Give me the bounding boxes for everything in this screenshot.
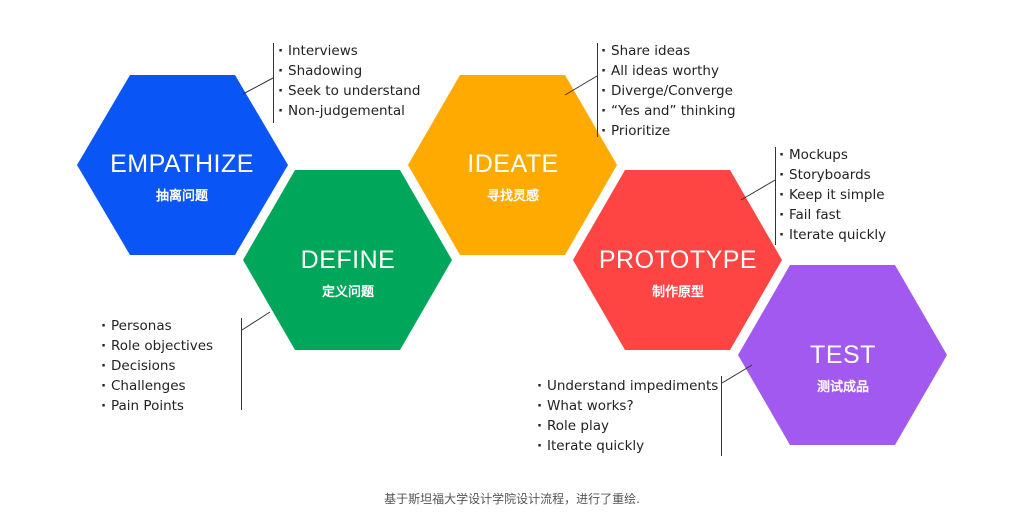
list-item: Decisions: [101, 356, 213, 376]
define-title: DEFINE: [300, 246, 396, 274]
test-connector: [721, 364, 753, 384]
empathize-subtitle: 抽离问题: [155, 189, 208, 204]
list-item: Iterate quickly: [779, 225, 886, 245]
list-item: All ideas worthy: [601, 61, 736, 81]
test-list: Understand impediments What works? Role …: [537, 376, 718, 456]
test-title: TEST: [810, 341, 876, 369]
empathize-hexagon: [77, 75, 288, 255]
define-hexagon: [243, 170, 452, 350]
list-item: What works?: [537, 396, 718, 416]
test-subtitle: 测试成品: [816, 380, 869, 395]
list-item: “Yes and” thinking: [601, 101, 736, 121]
empathize-connector: [242, 77, 274, 95]
empathize-bracket: [273, 43, 274, 123]
list-item: Challenges: [101, 376, 213, 396]
list-item: Mockups: [779, 145, 886, 165]
list-item: Role objectives: [101, 336, 213, 356]
list-item: Pain Points: [101, 396, 213, 416]
footer-note: 基于斯坦福大学设计学院设计流程，进行了重绘.: [384, 492, 640, 506]
list-item: Prioritize: [601, 121, 736, 141]
ideate-subtitle: 寻找灵感: [486, 189, 539, 204]
list-item: Keep it simple: [779, 185, 886, 205]
test-hexagon: [738, 265, 947, 445]
list-item: Seek to understand: [278, 81, 420, 101]
define-list: Personas Role objectives Decisions Chall…: [101, 316, 213, 416]
ideate-connector: [564, 75, 598, 96]
empathize-title: EMPATHIZE: [110, 150, 254, 178]
list-item: Diverge/Converge: [601, 81, 736, 101]
list-item: Shadowing: [278, 61, 420, 81]
prototype-list: Mockups Storyboards Keep it simple Fail …: [779, 145, 886, 245]
ideate-title: IDEATE: [467, 150, 559, 178]
prototype-title: PROTOTYPE: [598, 246, 758, 274]
list-item: Fail fast: [779, 205, 886, 225]
test-bracket: [721, 376, 722, 456]
empathize-list: Interviews Shadowing Seek to understand …: [278, 41, 420, 121]
define-subtitle: 定义问题: [321, 285, 374, 300]
ideate-hexagon: [408, 75, 617, 255]
list-item: Role play: [537, 416, 718, 436]
prototype-bracket: [775, 147, 776, 245]
prototype-connector: [740, 179, 776, 201]
ideate-list: Share ideas All ideas worthy Diverge/Con…: [601, 41, 736, 141]
list-item: Iterate quickly: [537, 436, 718, 456]
prototype-hexagon: [573, 170, 782, 350]
define-bracket: [241, 318, 242, 410]
list-item: Non-judgemental: [278, 101, 420, 121]
list-item: Share ideas: [601, 41, 736, 61]
ideate-bracket: [597, 43, 598, 137]
define-connector: [241, 311, 271, 331]
prototype-subtitle: 制作原型: [651, 285, 704, 300]
list-item: Interviews: [278, 41, 420, 61]
list-item: Personas: [101, 316, 213, 336]
list-item: Storyboards: [779, 165, 886, 185]
list-item: Understand impediments: [537, 376, 718, 396]
